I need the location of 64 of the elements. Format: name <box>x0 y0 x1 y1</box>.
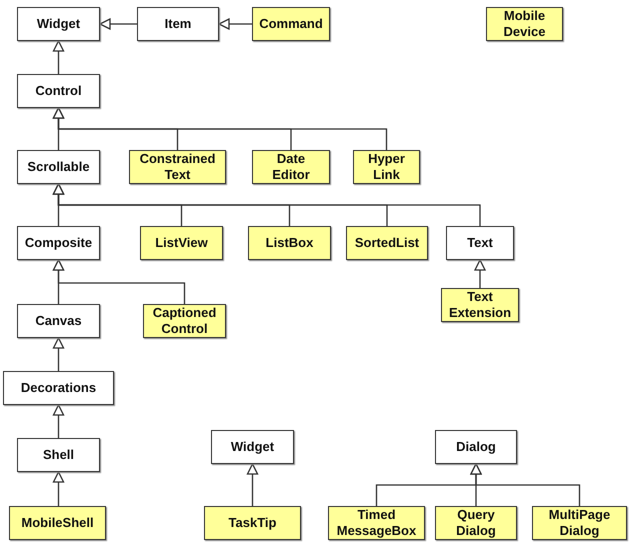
inheritance-arrow <box>52 183 481 226</box>
class-box <box>204 506 301 540</box>
class-box <box>17 226 100 260</box>
class-box <box>211 430 294 464</box>
class-box <box>435 506 517 540</box>
inheritance-arrow <box>52 471 64 506</box>
inheritance-arrow <box>470 463 580 506</box>
class-name: Widget <box>230 439 274 455</box>
class-box <box>129 150 226 184</box>
class-box <box>248 226 331 260</box>
inheritance-arrow <box>52 107 388 150</box>
class-box <box>441 288 519 322</box>
inheritance-arrow <box>52 259 186 304</box>
class-box <box>17 7 100 41</box>
inheritance-arrow <box>218 18 252 30</box>
class-name: Command <box>259 16 323 32</box>
class-box <box>3 371 114 405</box>
class-box <box>252 150 330 184</box>
class-name: Widget <box>36 16 80 32</box>
class-name: Canvas <box>35 313 82 329</box>
class-box <box>353 150 420 184</box>
inheritance-arrow <box>99 18 137 30</box>
class-name: Text Extension <box>448 289 512 321</box>
class-name: SortedList <box>354 235 420 251</box>
class-box <box>252 7 330 41</box>
class-name: Composite <box>24 235 92 251</box>
class-name: MultiPage Dialog <box>548 507 612 539</box>
class-box <box>346 226 428 260</box>
class-name: ListView <box>155 235 208 251</box>
class-name: ListBox <box>266 235 314 251</box>
class-name: TaskTip <box>228 515 276 531</box>
class-name: Scrollable <box>27 159 90 175</box>
class-box <box>328 506 425 540</box>
class-name: Control <box>35 83 82 99</box>
class-name: Shell <box>42 447 74 463</box>
inheritance-arrow <box>52 404 64 438</box>
inheritance-arrow <box>474 259 486 288</box>
class-box <box>17 304 100 338</box>
class-name: Captioned Control <box>152 305 218 337</box>
class-name: Date Editor <box>271 151 311 183</box>
class-name: Query Dialog <box>455 507 497 539</box>
class-box <box>137 7 219 41</box>
class-name: Mobile Device <box>502 8 546 40</box>
inheritance-arrow <box>246 463 258 506</box>
class-name: MobileShell <box>21 515 94 531</box>
class-box <box>140 226 223 260</box>
class-name: Constrained Text <box>138 151 216 183</box>
class-name: Dialog <box>456 439 496 455</box>
class-name: Decorations <box>20 380 96 396</box>
class-box <box>17 438 100 472</box>
class-name: Item <box>164 16 192 32</box>
class-name: Hyper Link <box>367 151 406 183</box>
class-name: Text <box>467 235 493 251</box>
class-box <box>143 304 226 338</box>
class-name: Timed MessageBox <box>336 507 418 539</box>
class-box <box>532 506 627 540</box>
class-box <box>446 226 514 260</box>
class-box <box>17 74 100 108</box>
class-box <box>435 430 517 464</box>
class-box <box>9 506 106 540</box>
class-box <box>486 7 563 41</box>
inheritance-arrow <box>52 337 64 371</box>
inheritance-arrow <box>52 40 64 74</box>
class-box <box>17 150 100 184</box>
